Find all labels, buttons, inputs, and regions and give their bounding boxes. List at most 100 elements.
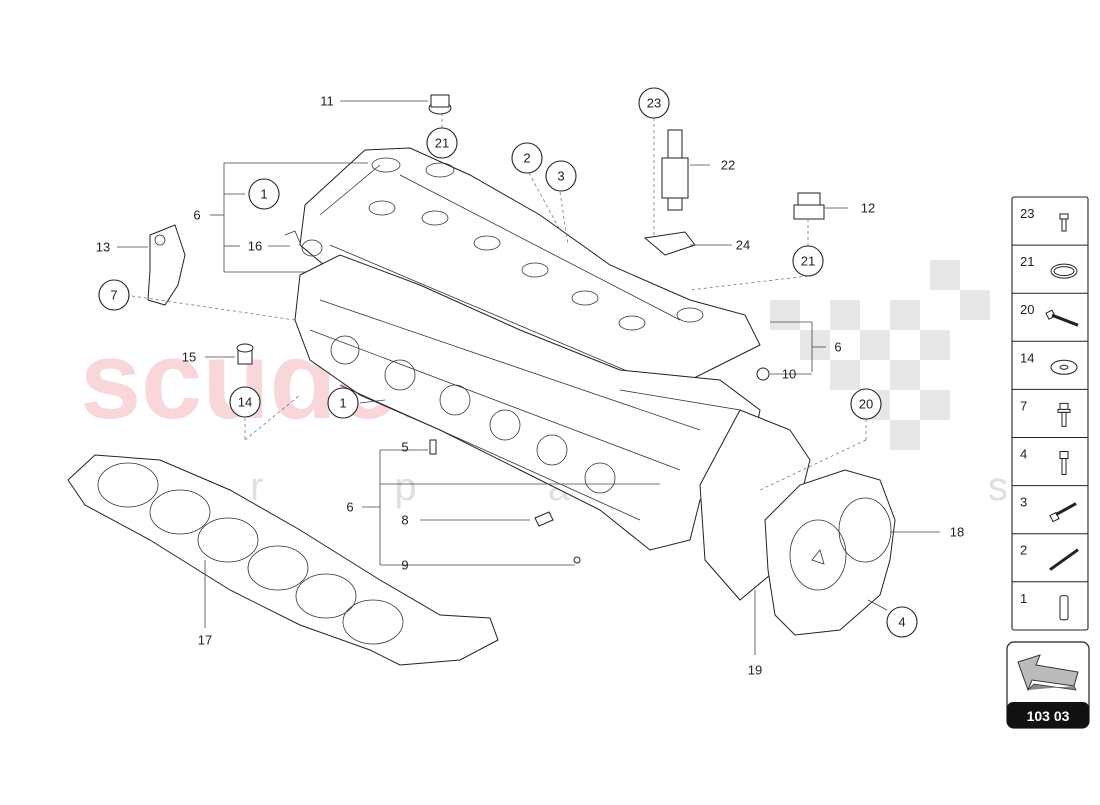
page-reference[interactable]: 103 03 xyxy=(1006,641,1090,729)
callout-7[interactable]: 7 xyxy=(98,279,130,311)
callout-circle xyxy=(229,386,261,418)
legend-row[interactable]: 20 xyxy=(1012,292,1088,327)
plug-part-10 xyxy=(756,367,770,381)
callout-circle xyxy=(792,245,824,277)
callout-circle xyxy=(248,178,280,210)
legend-row[interactable]: 1 xyxy=(1012,581,1088,621)
callout-1[interactable]: 1 xyxy=(327,387,359,419)
legend-row[interactable]: 21 xyxy=(1012,244,1088,279)
legend-row[interactable]: 7 xyxy=(1012,388,1088,427)
legend-label: 4 xyxy=(1020,447,1027,462)
callout-22[interactable]: 22 xyxy=(721,158,735,173)
legend-label: 1 xyxy=(1020,591,1027,606)
callout-15[interactable]: 15 xyxy=(182,350,196,365)
callout-21[interactable]: 21 xyxy=(792,245,824,277)
callout-label: 16 xyxy=(248,239,262,254)
leader-lines xyxy=(117,100,940,655)
arrow-icon xyxy=(1017,654,1079,692)
legend-label: 2 xyxy=(1020,543,1027,558)
callout-9[interactable]: 9 xyxy=(401,558,408,573)
legend-label: 7 xyxy=(1020,398,1027,413)
legend-row[interactable]: 14 xyxy=(1012,340,1088,375)
legend-label: 21 xyxy=(1020,254,1034,269)
callout-circle xyxy=(545,160,577,192)
small-parts-illustration xyxy=(147,94,825,564)
fitting-part-12 xyxy=(793,192,825,220)
callout-6[interactable]: 6 xyxy=(193,208,200,223)
callout-label: 17 xyxy=(198,633,212,648)
callout-label: 8 xyxy=(401,513,408,528)
bracket-part-24 xyxy=(643,231,696,256)
bolt-part-8 xyxy=(534,511,554,527)
callout-6[interactable]: 6 xyxy=(834,340,841,355)
callout-10[interactable]: 10 xyxy=(782,367,796,382)
short-bolt-icon xyxy=(1059,213,1069,232)
callout-label: 6 xyxy=(193,208,200,223)
callout-label: 10 xyxy=(782,367,796,382)
callout-21[interactable]: 21 xyxy=(426,127,458,159)
oring-part-16 xyxy=(284,230,323,257)
page-reference-label: 103 03 xyxy=(1027,708,1070,724)
checkered-flag-graphic xyxy=(770,260,990,450)
callout-label: 5 xyxy=(401,440,408,455)
callout-6[interactable]: 6 xyxy=(346,500,353,515)
callout-24[interactable]: 24 xyxy=(736,238,750,253)
legend-row[interactable]: 3 xyxy=(1012,485,1088,523)
callout-20[interactable]: 20 xyxy=(850,388,882,420)
callout-label: 21 xyxy=(801,254,815,269)
callout-circle xyxy=(638,87,670,119)
callout-14[interactable]: 14 xyxy=(229,386,261,418)
callout-label: 1 xyxy=(260,187,267,202)
callout-label: 6 xyxy=(834,340,841,355)
callout-23[interactable]: 23 xyxy=(638,87,670,119)
flange-bolt-icon xyxy=(1057,402,1071,427)
bracket-part-13 xyxy=(147,224,186,306)
dowel-sleeve-icon xyxy=(1059,595,1069,621)
callout-label: 23 xyxy=(647,96,661,111)
hex-bolt-icon xyxy=(1059,451,1069,475)
callout-8[interactable]: 8 xyxy=(401,513,408,528)
callout-18[interactable]: 18 xyxy=(950,525,964,540)
callout-11[interactable]: 11 xyxy=(320,94,334,109)
callout-label: 24 xyxy=(736,238,750,253)
callout-circle xyxy=(886,606,918,638)
callout-5[interactable]: 5 xyxy=(401,440,408,455)
callout-12[interactable]: 12 xyxy=(861,201,875,216)
callout-circle xyxy=(426,127,458,159)
seal-cap-part-11 xyxy=(428,94,452,115)
legend-row[interactable]: 23 xyxy=(1020,206,1069,232)
callout-1[interactable]: 1 xyxy=(248,178,280,210)
callout-circle xyxy=(511,142,543,174)
callout-16[interactable]: 16 xyxy=(248,239,262,254)
long-bolt-icon xyxy=(1045,309,1079,327)
callout-3[interactable]: 3 xyxy=(545,160,577,192)
callout-19[interactable]: 19 xyxy=(748,663,762,678)
washer-icon xyxy=(1050,359,1078,375)
ball-part-9 xyxy=(573,556,581,564)
callout-label: 7 xyxy=(110,288,117,303)
callout-label: 22 xyxy=(721,158,735,173)
callout-circle xyxy=(850,388,882,420)
legend-label: 23 xyxy=(1020,206,1034,221)
plug-part-15 xyxy=(236,343,254,365)
legend-row[interactable]: 4 xyxy=(1012,437,1088,475)
callout-2[interactable]: 2 xyxy=(511,142,543,174)
callout-13[interactable]: 13 xyxy=(96,240,110,255)
callout-17[interactable]: 17 xyxy=(198,633,212,648)
callout-label: 9 xyxy=(401,558,408,573)
medium-bolt-icon xyxy=(1049,502,1077,523)
legend-row[interactable]: 2 xyxy=(1012,533,1088,571)
cylinder-head-illustration xyxy=(294,254,761,551)
callout-label: 1 xyxy=(339,396,346,411)
callout-4[interactable]: 4 xyxy=(886,606,918,638)
callout-label: 15 xyxy=(182,350,196,365)
callout-label: 18 xyxy=(950,525,964,540)
head-gasket-illustration xyxy=(67,454,499,666)
callout-circle xyxy=(327,387,359,419)
legend-label: 20 xyxy=(1020,302,1034,317)
callout-label: 6 xyxy=(346,500,353,515)
callout-label: 19 xyxy=(748,663,762,678)
